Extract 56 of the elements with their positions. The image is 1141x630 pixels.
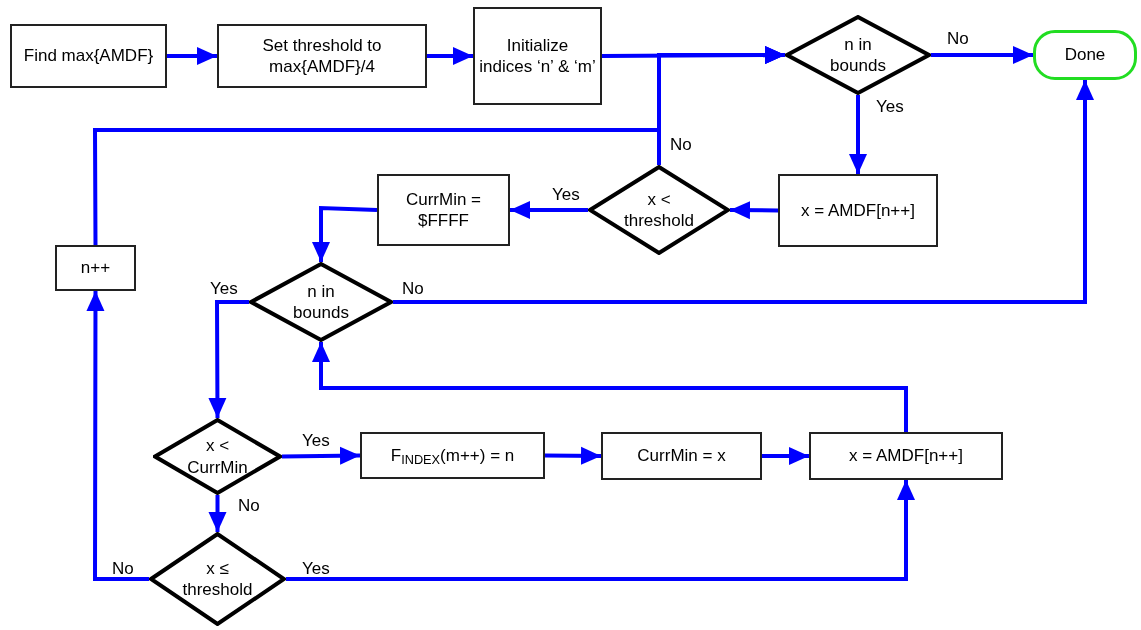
arrow [931,46,1033,64]
node-text: Find max{AMDF} [22,45,155,67]
edge-label: Yes [550,186,582,203]
process-box [778,174,938,247]
node-text: Done [1063,44,1107,66]
arrow [510,201,588,219]
process-box [217,24,427,88]
process-box [809,432,1003,480]
node-text: Set threshold to max{AMDF}/4 [261,34,383,78]
process-box [601,432,762,480]
node-text: CurrMin = $FFFF [404,188,483,232]
edge-label: No [236,497,262,514]
edge-label: Yes [300,560,332,577]
arrow [208,300,249,418]
node-text: x = AMDF[n++] [800,199,916,222]
terminal-box [1033,30,1137,80]
arrow [427,47,473,65]
arrow [86,291,149,581]
edge-label: No [400,280,426,297]
process-box [473,7,602,105]
node-text: F$_{INDEX}$(m++) = n [389,444,516,467]
node-text: x = AMDF[n++] [848,445,964,467]
node-text: n in bounds [829,33,887,77]
node-text: x < threshold [623,188,695,232]
decision-diamond [249,262,393,342]
node-text: n in bounds [292,280,350,324]
edge-label: Yes [300,432,332,449]
edge-label: Yes [208,280,240,297]
decision-diamond [153,418,282,495]
edge-label: No [945,30,971,47]
arrow [281,446,361,465]
arrow [208,495,227,532]
process-box [10,24,167,88]
process-box [377,174,510,246]
node-text: Initialize indices ‘n’ & ‘m’ [478,34,597,78]
node-text: CurrMin = x [636,445,727,467]
arrow [312,205,378,262]
decision-diamond [588,165,730,255]
arrow [849,95,867,174]
arrow [762,447,809,465]
arrow [729,201,779,220]
node-text: x ≤ threshold [181,557,254,601]
edge-label: Yes [874,98,906,115]
arrow [544,446,602,465]
decision-diamond [149,532,286,626]
node-text: x < CurrMin [186,435,249,478]
node-text: n++ [79,257,112,279]
arrow [167,47,217,65]
decision-diamond [785,15,931,95]
edge-label: No [668,136,694,153]
process-box [360,432,545,479]
edge-label: No [110,560,136,577]
arrow [312,342,908,432]
arrow [286,480,915,581]
arrow [393,80,1094,304]
process-box [55,245,136,291]
